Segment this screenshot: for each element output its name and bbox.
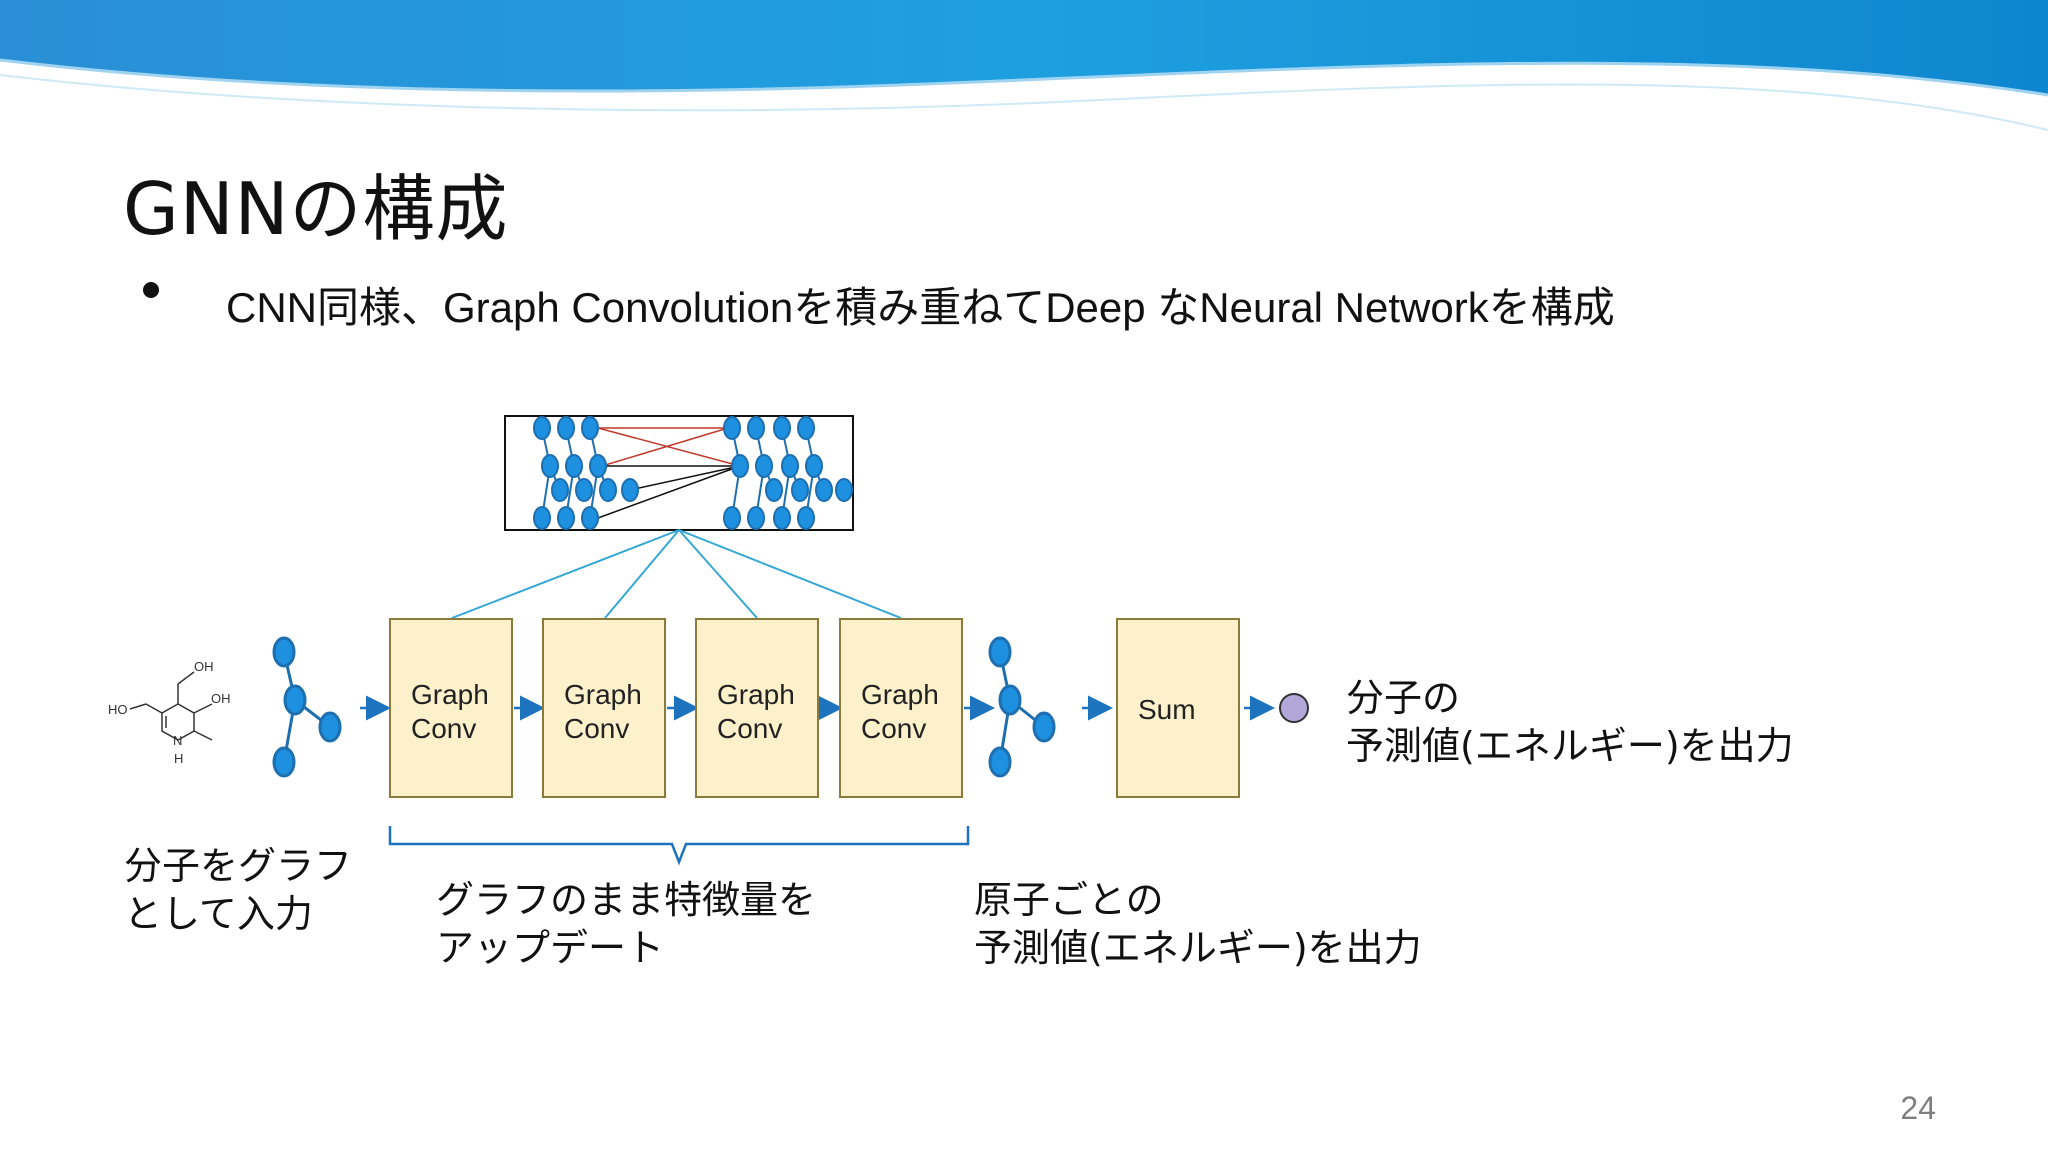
label-oh-right: OH xyxy=(211,691,231,706)
input-caption-line2: として入力 xyxy=(124,892,313,936)
label-h: H xyxy=(174,751,183,766)
atom-output-line1: 原子ごとの xyxy=(974,878,1164,922)
update-brace xyxy=(388,826,970,866)
label-ho-left: HO xyxy=(108,702,128,717)
fan-lines xyxy=(451,529,902,619)
box-3-line2: Conv xyxy=(717,713,783,744)
molecule-output-line2: 予測値(エネルギー)を出力 xyxy=(1346,724,1794,768)
label-n: N xyxy=(173,733,182,748)
inset-left-graph xyxy=(533,416,639,530)
box-3-line1: Graph xyxy=(717,679,795,710)
inset-crossing-lines xyxy=(597,427,741,519)
box-2-line1: Graph xyxy=(564,679,642,710)
slide-title: GNNの構成 xyxy=(123,167,509,251)
input-graph xyxy=(272,636,342,778)
box-1-line1: Graph xyxy=(411,679,489,710)
bullet-text: CNN同様、Graph Convolutionを積み重ねてDeep なNeura… xyxy=(226,284,1615,331)
molecule-output-line1: 分子の xyxy=(1346,676,1461,720)
box-4-line1: Graph xyxy=(861,679,939,710)
header-wave-decoration xyxy=(0,0,2048,131)
box-4-line2: Conv xyxy=(861,713,927,744)
molecule-output-caption: 分子の 予測値(エネルギー)を出力 xyxy=(1346,674,1794,770)
box-2-line2: Conv xyxy=(564,713,630,744)
atom-output-graph xyxy=(988,636,1056,778)
atom-output-line2: 予測値(エネルギー)を出力 xyxy=(974,926,1422,970)
molecule-labels: OH OH HO N H xyxy=(108,659,231,766)
label-oh-top: OH xyxy=(194,659,214,674)
sum-box: Sum xyxy=(1116,618,1240,798)
update-caption: グラフのまま特徴量を アップデート xyxy=(436,876,816,972)
sum-label: Sum xyxy=(1138,694,1196,725)
atom-output-caption: 原子ごとの 予測値(エネルギー)を出力 xyxy=(974,876,1422,972)
page-number: 24 xyxy=(1900,1090,1936,1126)
molecule-structure xyxy=(129,671,213,741)
update-caption-line2: アップデート xyxy=(436,926,665,970)
bullet-dot xyxy=(143,282,159,298)
update-caption-line1: グラフのまま特徴量を xyxy=(436,878,817,922)
input-caption-line1: 分子をグラフ xyxy=(124,844,353,888)
inset-right-graph xyxy=(723,416,853,530)
input-caption: 分子をグラフ として入力 xyxy=(124,842,352,938)
box-1-line2: Conv xyxy=(411,713,477,744)
molecule-output-node xyxy=(1279,693,1309,723)
